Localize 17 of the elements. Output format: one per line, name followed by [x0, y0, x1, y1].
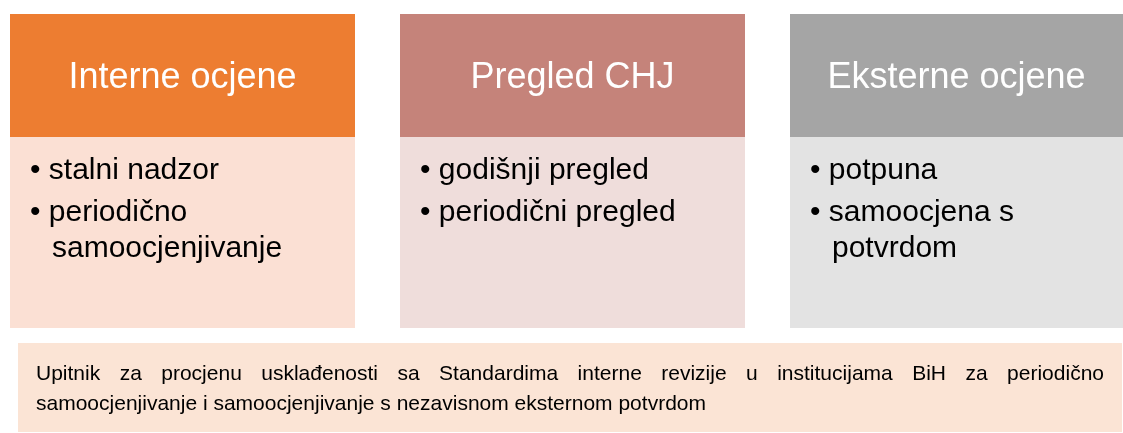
note-box: [18, 343, 1122, 432]
list-box: [790, 137, 1123, 328]
bullet-item: • stalni nadzor: [30, 151, 220, 187]
bullet-item: • periodično samoocjenjivanje: [30, 193, 284, 265]
header-box: [790, 14, 1123, 137]
header-text: Pregled CHJ: [470, 54, 675, 97]
header-text: Interne ocjene: [68, 54, 297, 97]
list-box: [400, 137, 745, 328]
bullet-item: • samoocjena s potvrdom: [810, 193, 1015, 265]
bullet-item: • periodični pregled: [420, 193, 677, 229]
note-text: Upitnik za procjenu usklađenosti sa Standardima interne revizije u institucijama BiH za periodično samoocjenjivanje i samoocjenjivanje s nezavisnom eksternom potvrdom: [36, 359, 1104, 416]
header-box: [400, 14, 745, 137]
bullet-item: • godišnji pregled: [420, 151, 650, 187]
header-text: Eksterne ocjene: [827, 54, 1086, 97]
bullet-item: • potpuna: [810, 151, 939, 187]
list-box: [10, 137, 355, 328]
header-box: [10, 14, 355, 137]
